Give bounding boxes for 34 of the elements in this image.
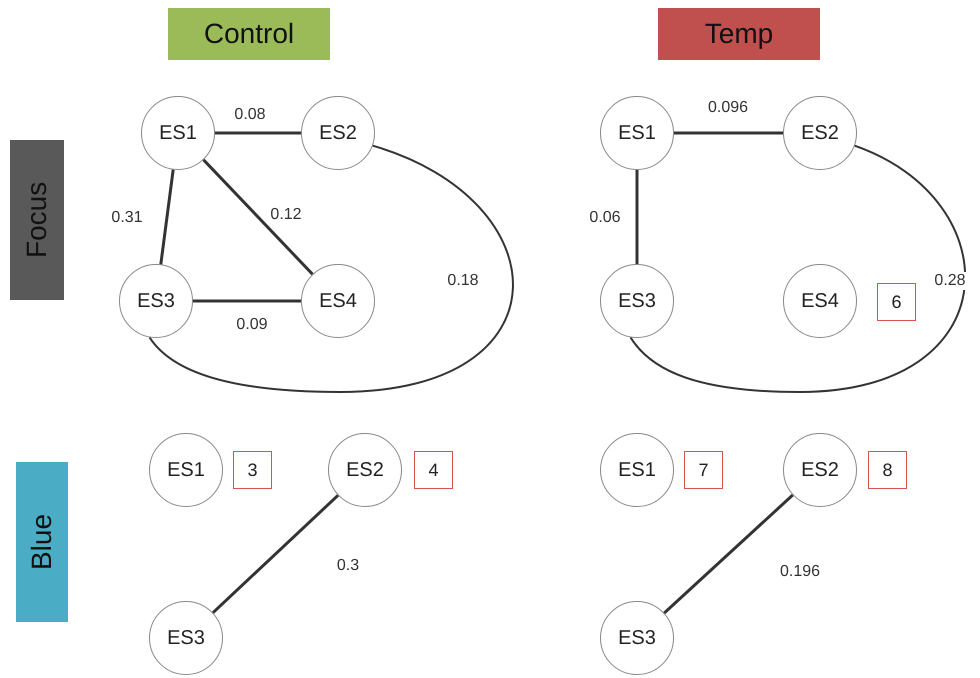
connector-line [148, 144, 514, 393]
row-label: Blue [16, 462, 68, 622]
connector-line [193, 300, 301, 302]
node-circle: ES2 [783, 96, 857, 170]
connector-line [202, 158, 314, 276]
count-box: 7 [684, 451, 723, 489]
node-circle: ES3 [600, 264, 674, 338]
connector-line [630, 144, 966, 393]
node-circle: ES3 [149, 601, 223, 675]
count-box: 3 [233, 451, 272, 489]
count-box: 8 [868, 451, 907, 489]
connector-line [215, 132, 301, 134]
node-circle: ES1 [141, 96, 215, 170]
row-label: Focus [10, 140, 64, 300]
connector-line [674, 132, 783, 134]
node-circle: ES1 [600, 433, 674, 507]
edge-label: 0.28 [932, 272, 968, 290]
connector-line [212, 494, 340, 614]
node-circle: ES3 [119, 264, 193, 338]
node-circle: ES1 [149, 433, 223, 507]
connector-line [663, 494, 794, 614]
count-box: 6 [877, 283, 916, 321]
connector-line [636, 170, 638, 264]
node-circle: ES3 [600, 601, 674, 675]
header-label: Control [168, 8, 330, 60]
node-circle: ES4 [301, 264, 375, 338]
connector-line [159, 169, 175, 265]
node-circle: ES1 [600, 96, 674, 170]
node-circle: ES2 [328, 433, 402, 507]
node-circle: ES2 [301, 96, 375, 170]
header-label: Temp [658, 8, 820, 60]
count-box: 4 [414, 451, 453, 489]
node-circle: ES4 [783, 264, 857, 338]
node-circle: ES2 [783, 433, 857, 507]
